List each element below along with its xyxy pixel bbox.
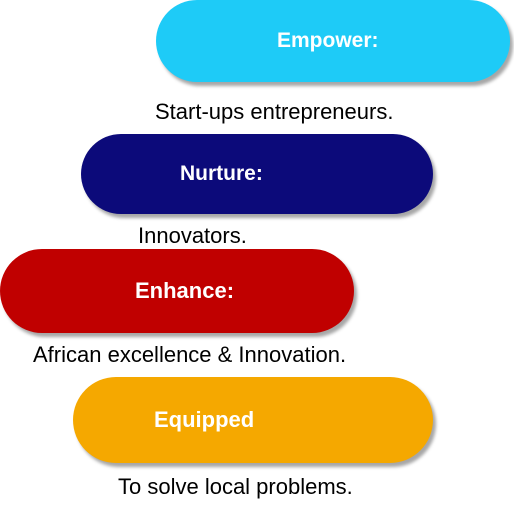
equipped-caption: To solve local problems. — [118, 474, 353, 499]
enhance-label: Enhance: — [135, 278, 235, 303]
equipped-pill: Equipped — [73, 377, 433, 463]
empower-caption: Start-ups entrepreneurs. — [155, 99, 394, 124]
nurture-label: Nurture: — [180, 162, 263, 185]
enhance-pill: Enhance: — [0, 249, 354, 333]
enhance-caption: African excellence & Innovation. — [33, 342, 347, 367]
nurture-pill: Nurture: — [81, 134, 433, 214]
nurture-caption: Innovators. — [138, 223, 247, 248]
empower-pill: Empower: — [156, 0, 510, 82]
empower-label: Empower: — [277, 29, 379, 52]
equipped-label: Equipped — [154, 407, 255, 432]
